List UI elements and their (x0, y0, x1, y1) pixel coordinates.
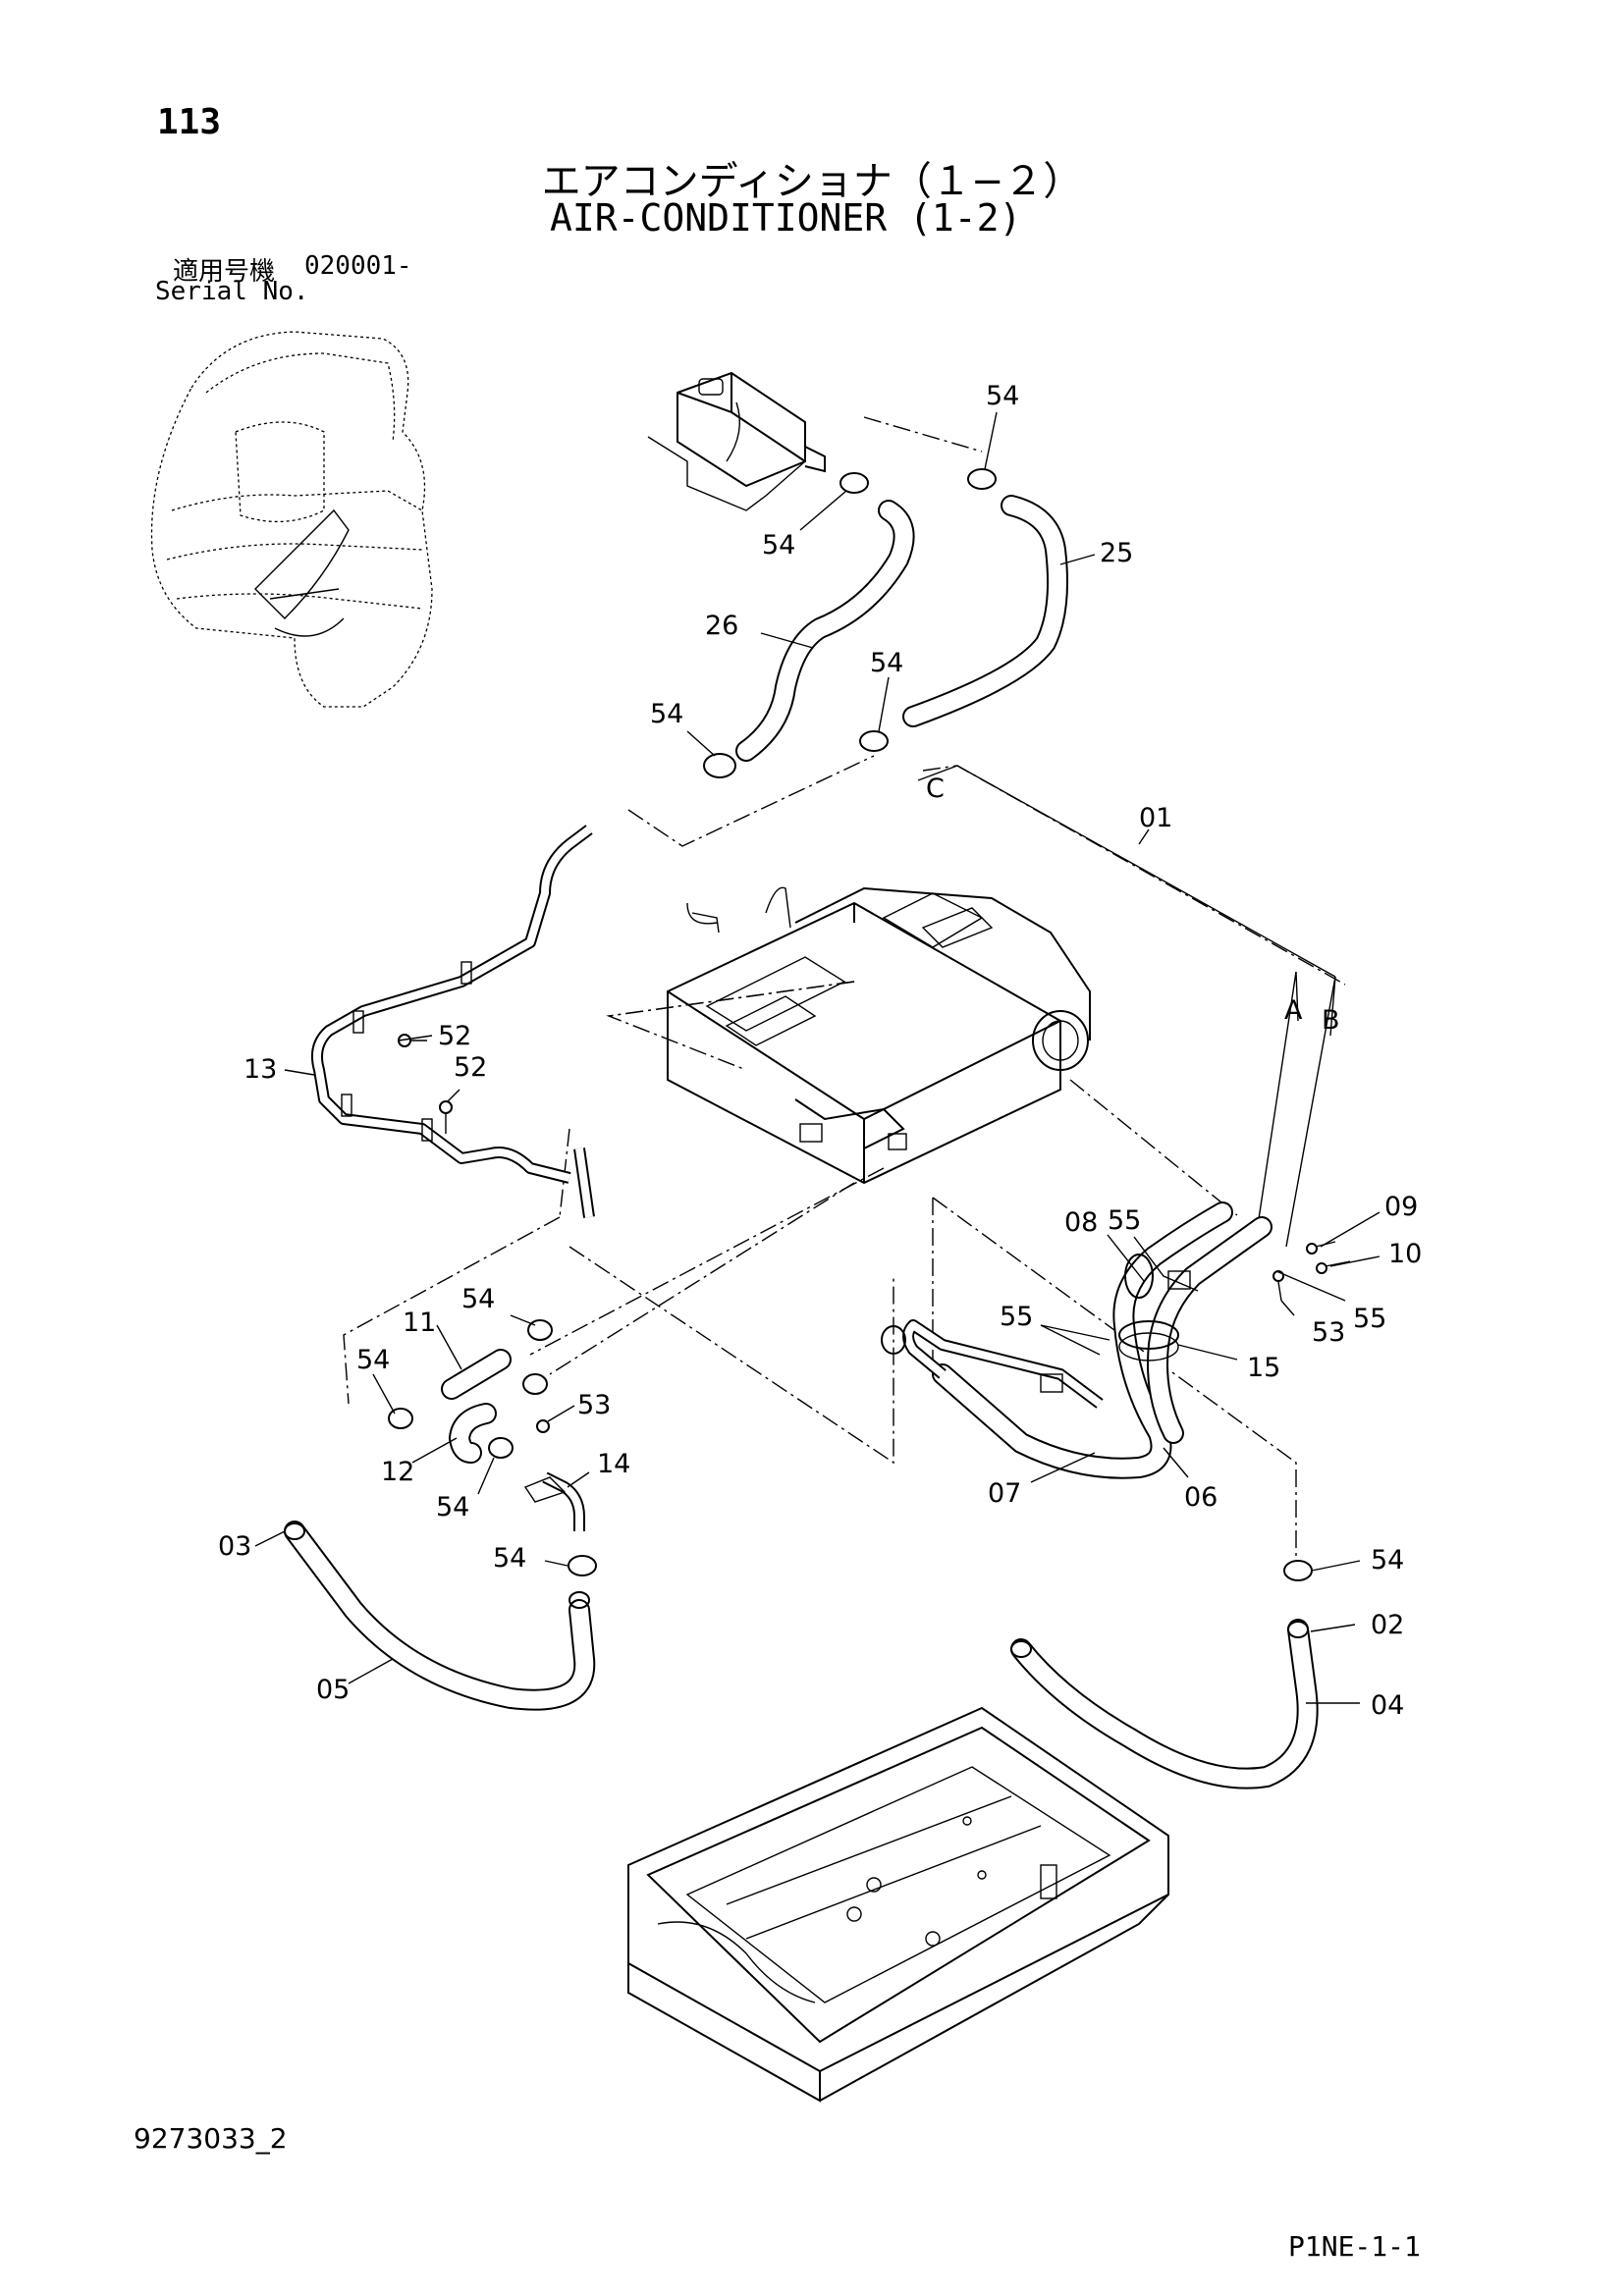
page-title-japanese: エアコンディショナ（１−２） (541, 159, 1083, 204)
bolts-09-10-53 (1272, 1241, 1351, 1302)
callout-54: 54 (436, 1492, 469, 1522)
hose-clamps-top (703, 468, 997, 778)
callout-02: 02 (1371, 1610, 1404, 1640)
pipe-assembly-06-07 (881, 1201, 1272, 1479)
callout-13: 13 (244, 1054, 277, 1085)
callout-52: 52 (438, 1021, 471, 1051)
callout-54: 54 (762, 530, 795, 561)
cab-floor-plate (627, 1706, 1169, 2103)
callout-05: 05 (316, 1675, 350, 1705)
air-conditioner-unit (667, 886, 1091, 1185)
hose-04 (1010, 1560, 1319, 1789)
callout-01: 01 (1139, 803, 1172, 833)
callout-08: 08 (1064, 1207, 1098, 1238)
callout-55: 55 (1108, 1205, 1141, 1236)
callout-54: 54 (870, 648, 903, 678)
callout-10: 10 (1388, 1239, 1422, 1269)
leader-lines (254, 411, 1380, 1704)
page-number: 113 (157, 102, 222, 142)
callout-53: 53 (1312, 1317, 1345, 1348)
callout-53: 53 (577, 1390, 611, 1420)
callout-09: 09 (1384, 1192, 1418, 1222)
callout-06: 06 (1184, 1482, 1218, 1513)
callout-A: A (1284, 995, 1303, 1026)
callout-54: 54 (461, 1284, 495, 1314)
callout-55: 55 (1000, 1302, 1033, 1332)
serial-number-value: 020001- (304, 251, 412, 281)
callout-bracket-01 (917, 765, 1336, 1248)
drawing-id: 9273033_2 (134, 2122, 288, 2155)
callout-11: 11 (403, 1308, 436, 1338)
callout-54: 54 (1371, 1545, 1404, 1575)
callout-15: 15 (1247, 1353, 1280, 1383)
pipe-13 (311, 825, 595, 1218)
serial-label-japanese: 適用号機 (173, 257, 276, 287)
callout-54: 54 (986, 381, 1019, 411)
hose-11-12-and-pipe-14 (388, 1319, 585, 1531)
hose-25 (902, 495, 1069, 727)
callout-C: C (926, 774, 945, 804)
hose-05 (284, 1521, 597, 1711)
callout-26: 26 (705, 611, 738, 641)
water-valve-assembly (647, 371, 826, 511)
callout-54: 54 (356, 1345, 390, 1375)
callout-03: 03 (218, 1531, 251, 1562)
serial-label-english: Serial No. (155, 277, 309, 306)
callout-14: 14 (597, 1449, 630, 1479)
page-code: P1NE-1-1 (1288, 2230, 1421, 2263)
page-title-english: AIR-CONDITIONER (1-2) (550, 196, 1022, 240)
callout-54: 54 (650, 699, 683, 729)
callout-54: 54 (493, 1543, 526, 1574)
machine-overview-thumbnail (150, 331, 433, 708)
callout-12: 12 (381, 1457, 414, 1487)
callout-52: 52 (454, 1052, 487, 1083)
callout-25: 25 (1100, 538, 1133, 568)
callout-55: 55 (1353, 1304, 1386, 1334)
reference-lines (343, 416, 1346, 1561)
hose-26 (735, 500, 915, 762)
callout-04: 04 (1371, 1690, 1404, 1721)
callout-B: B (1322, 1005, 1340, 1036)
callout-07: 07 (988, 1478, 1021, 1509)
callout-labels: 54 25 54 26 54 54 C 01 A B 52 13 52 09 5… (218, 381, 1422, 1721)
